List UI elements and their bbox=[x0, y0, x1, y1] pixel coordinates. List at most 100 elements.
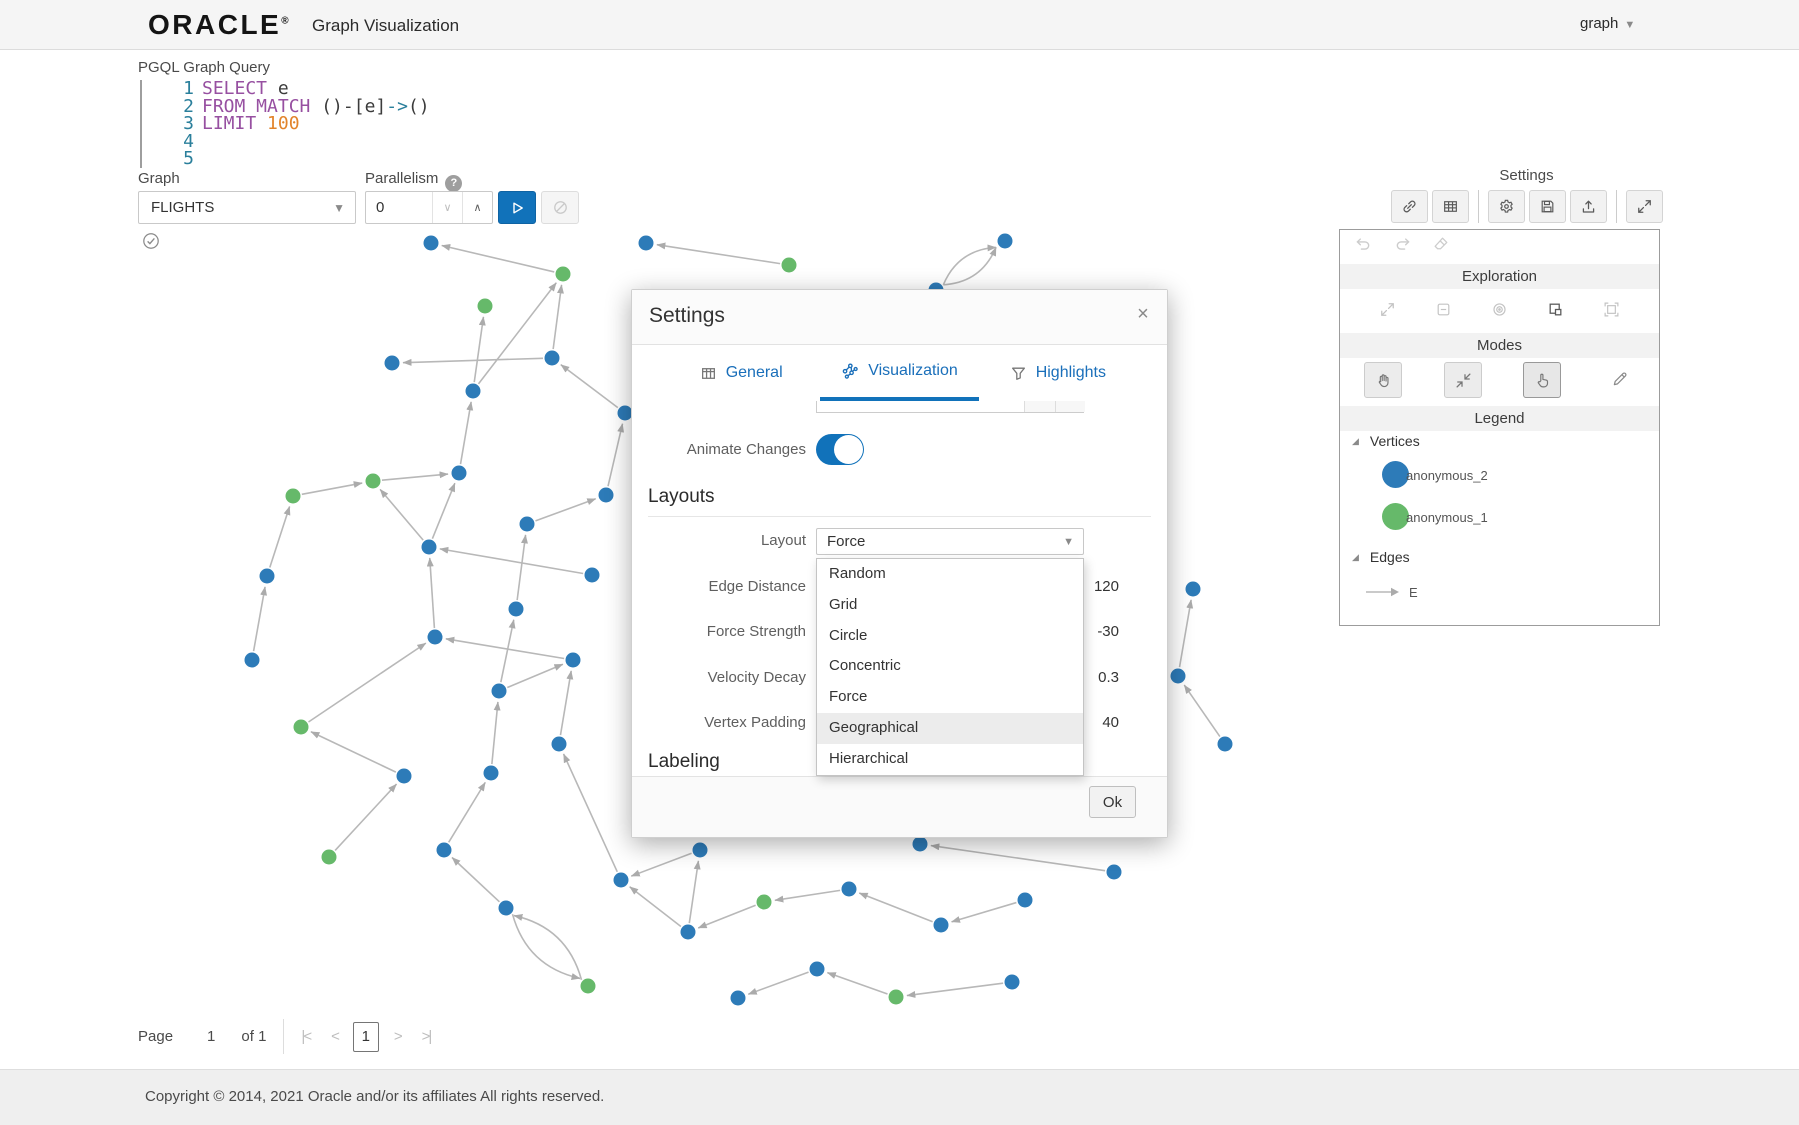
graph-edge[interactable] bbox=[506, 663, 564, 689]
tab-highlights[interactable]: Highlights bbox=[979, 345, 1137, 401]
graph-node[interactable] bbox=[483, 765, 499, 781]
layout-option-hierarchical[interactable]: Hierarchical bbox=[829, 749, 909, 767]
save-icon[interactable] bbox=[1529, 190, 1566, 223]
graph-edge[interactable] bbox=[500, 619, 516, 683]
graph-edge[interactable] bbox=[535, 498, 597, 522]
graph-node[interactable] bbox=[551, 736, 567, 752]
graph-select[interactable]: FLIGHTS ▼ bbox=[138, 191, 356, 224]
graph-node[interactable] bbox=[1185, 581, 1201, 597]
code-line[interactable]: 4 bbox=[142, 132, 430, 151]
parallelism-stepper[interactable]: 0 ∨ ∧ bbox=[365, 191, 493, 224]
graph-edge[interactable] bbox=[269, 505, 291, 568]
target-icon[interactable] bbox=[1491, 301, 1508, 318]
graph-node[interactable] bbox=[519, 516, 535, 532]
graph-node[interactable] bbox=[423, 235, 439, 251]
table-icon[interactable] bbox=[1432, 190, 1469, 223]
graph-edge[interactable] bbox=[439, 546, 584, 575]
graph-node[interactable] bbox=[555, 266, 571, 282]
graph-edge[interactable] bbox=[334, 783, 398, 851]
graph-edge[interactable] bbox=[431, 482, 456, 539]
graph-edge[interactable] bbox=[688, 860, 701, 924]
graph-node[interactable] bbox=[598, 487, 614, 503]
graph-edge[interactable] bbox=[426, 557, 436, 629]
graph-edge[interactable] bbox=[826, 971, 888, 995]
graph-edge[interactable] bbox=[448, 781, 486, 843]
layout-option-force[interactable]: Force bbox=[829, 688, 868, 706]
graph-node[interactable] bbox=[730, 990, 746, 1006]
graph-edge[interactable] bbox=[477, 282, 557, 385]
graph-node[interactable] bbox=[321, 849, 337, 865]
next-page-icon[interactable]: > bbox=[393, 1028, 403, 1045]
graph-edge[interactable] bbox=[747, 971, 809, 995]
layout-option-circle[interactable]: Circle bbox=[829, 626, 868, 644]
graph-node[interactable] bbox=[888, 989, 904, 1005]
page-number[interactable]: 1 bbox=[207, 1028, 216, 1045]
graph-node[interactable] bbox=[477, 298, 493, 314]
prev-page-icon[interactable]: < bbox=[331, 1028, 340, 1045]
graph-node[interactable] bbox=[1004, 974, 1020, 990]
tab-visualization[interactable]: Visualization bbox=[820, 345, 979, 401]
cancel-query-button[interactable] bbox=[541, 191, 579, 224]
layout-option-concentric[interactable]: Concentric bbox=[829, 657, 901, 675]
graph-node[interactable] bbox=[756, 894, 772, 910]
graph-node[interactable] bbox=[285, 488, 301, 504]
graph-node[interactable] bbox=[613, 872, 629, 888]
graph-node[interactable] bbox=[244, 652, 260, 668]
graph-edge[interactable] bbox=[560, 363, 619, 409]
graph-edge[interactable] bbox=[656, 242, 781, 265]
upload-icon[interactable] bbox=[1570, 190, 1607, 223]
graph-node[interactable] bbox=[491, 683, 507, 699]
graph-node[interactable] bbox=[451, 465, 467, 481]
graph-edge[interactable] bbox=[516, 534, 528, 601]
select-pointer-icon[interactable] bbox=[1523, 362, 1561, 398]
graph-edge[interactable] bbox=[379, 488, 424, 541]
graph-edge[interactable] bbox=[630, 852, 692, 877]
graph-edge[interactable] bbox=[951, 901, 1017, 923]
code-line[interactable]: 5 bbox=[142, 150, 430, 168]
graph-edge[interactable] bbox=[697, 904, 756, 929]
graph-edge[interactable] bbox=[607, 423, 625, 487]
help-icon[interactable]: ? bbox=[445, 175, 463, 192]
graph-node[interactable] bbox=[638, 235, 654, 251]
graph-node[interactable] bbox=[293, 719, 309, 735]
graph-edge[interactable] bbox=[473, 316, 486, 383]
graph-edge[interactable] bbox=[552, 284, 564, 350]
graph-node[interactable] bbox=[1017, 892, 1033, 908]
graph-edge[interactable] bbox=[301, 481, 363, 496]
graph-edge[interactable] bbox=[858, 892, 933, 923]
graph-node[interactable] bbox=[436, 842, 452, 858]
graph-edge[interactable] bbox=[1183, 684, 1221, 738]
legend-vertices-group[interactable]: ◢Vertices bbox=[1352, 433, 1420, 449]
first-page-icon[interactable]: |< bbox=[301, 1028, 312, 1045]
graph-node[interactable] bbox=[1106, 864, 1122, 880]
force-strength-value[interactable]: -30 bbox=[1097, 623, 1119, 640]
graph-node[interactable] bbox=[508, 601, 524, 617]
layout-option-random[interactable]: Random bbox=[829, 565, 886, 582]
graph-node[interactable] bbox=[692, 842, 708, 858]
edit-pencil-icon[interactable] bbox=[1611, 370, 1629, 388]
graph-edge[interactable] bbox=[451, 856, 500, 903]
graph-edge[interactable] bbox=[906, 982, 1004, 998]
run-query-button[interactable] bbox=[498, 191, 536, 224]
graph-edge[interactable] bbox=[1178, 599, 1194, 668]
graph-edge[interactable] bbox=[511, 913, 581, 980]
graph-node[interactable] bbox=[1170, 668, 1186, 684]
graph-node[interactable] bbox=[544, 350, 560, 366]
eraser-icon[interactable] bbox=[1432, 235, 1451, 252]
velocity-decay-value[interactable]: 0.3 bbox=[1098, 669, 1119, 686]
last-page-icon[interactable]: >| bbox=[421, 1028, 433, 1045]
graph-node[interactable] bbox=[421, 539, 437, 555]
legend-edges-group[interactable]: ◢Edges bbox=[1352, 549, 1410, 565]
graph-edge[interactable] bbox=[629, 886, 682, 928]
graph-node[interactable] bbox=[580, 978, 596, 994]
expand-icon[interactable] bbox=[1379, 301, 1396, 318]
graph-edge[interactable] bbox=[491, 701, 501, 765]
graph-node[interactable] bbox=[584, 567, 600, 583]
graph-node[interactable] bbox=[465, 383, 481, 399]
vertex-padding-value[interactable]: 40 bbox=[1102, 714, 1119, 731]
close-icon[interactable]: × bbox=[1137, 303, 1149, 325]
fit-screen-icon[interactable] bbox=[1603, 301, 1620, 318]
stepper-up-button[interactable]: ∧ bbox=[462, 192, 492, 223]
expand-icon[interactable] bbox=[1626, 190, 1663, 223]
